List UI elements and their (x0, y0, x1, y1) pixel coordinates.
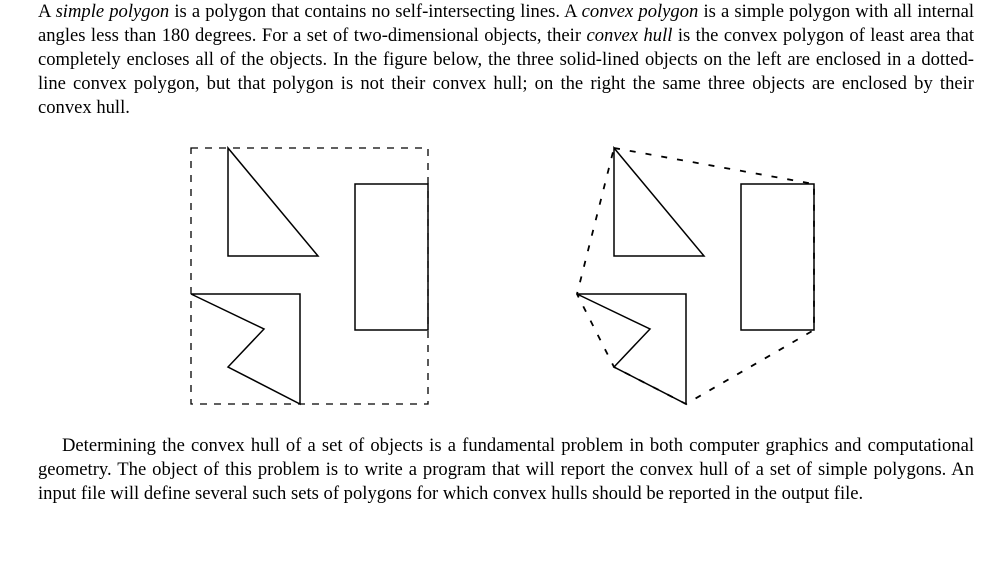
zigzag-polygon (190, 293, 301, 406)
term-convex-hull: convex hull (586, 25, 673, 46)
text: is a simple polygon with all internal an… (38, 1, 974, 46)
right-figure (576, 145, 815, 406)
triangle (613, 145, 706, 257)
text: A (38, 1, 56, 22)
zigzag-polygon (576, 293, 687, 406)
rectangle (740, 183, 815, 331)
text: is a polygon that contains no self-inter… (169, 1, 582, 22)
left-figure (190, 145, 429, 406)
triangle (227, 145, 320, 257)
term-simple-polygon: simple polygon (55, 1, 170, 22)
rectangle (354, 183, 429, 331)
convex-hull (576, 146, 815, 406)
intro-paragraph: A simple polygon is a polygon that conta… (38, 0, 974, 120)
dotted-bounding-polygon (190, 147, 429, 405)
problem-paragraph: Determining the convex hull of a set of … (38, 435, 974, 504)
text: is the convex polygon of least area that… (38, 25, 974, 118)
term-convex-polygon: convex polygon (581, 1, 699, 22)
